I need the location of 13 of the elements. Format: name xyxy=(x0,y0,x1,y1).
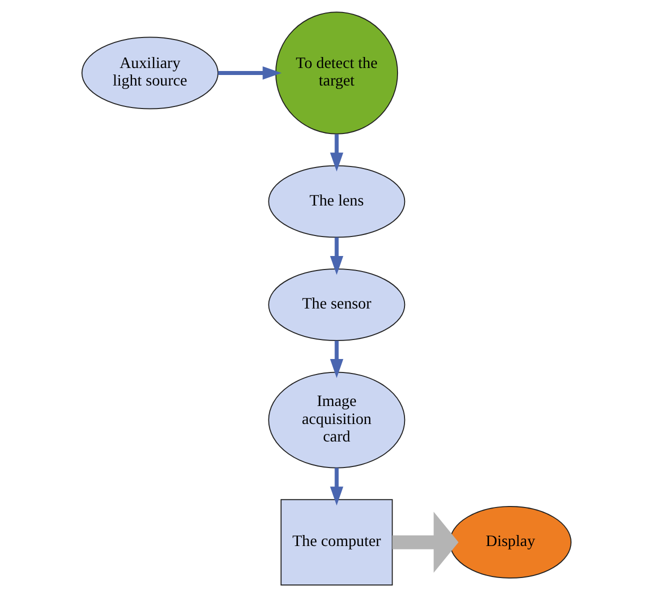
node-circle: To detect the target xyxy=(274,12,398,134)
node-ellipse: Image acquisition card xyxy=(268,372,405,468)
node-ellipse: The sensor xyxy=(268,268,405,342)
node-box: The computer xyxy=(280,499,392,586)
node-ellipse: Display xyxy=(448,506,572,579)
arrow xyxy=(330,468,343,506)
arrow xyxy=(330,237,343,275)
arrow xyxy=(330,340,343,378)
arrow xyxy=(218,66,282,80)
arrow xyxy=(392,512,458,573)
node-ellipse: Auxiliary light source xyxy=(80,36,218,110)
node-ellipse: The lens xyxy=(268,165,405,238)
arrow xyxy=(330,134,343,172)
